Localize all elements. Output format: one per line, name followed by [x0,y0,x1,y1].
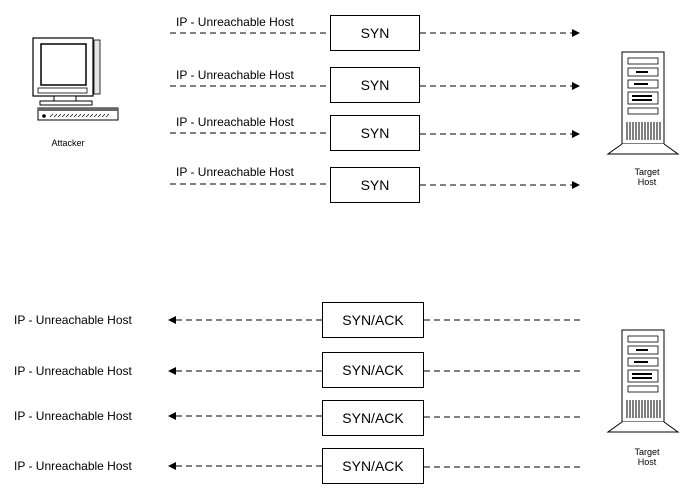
source-label: IP - Unreachable Host [176,165,294,179]
attacker-label: Attacker [51,138,85,148]
computer-icon [32,37,119,121]
dashed-line [424,416,582,418]
dashed-line [170,85,330,87]
syn-ack-packet-box: SYN/ACK [322,302,424,338]
destination-label: IP - Unreachable Host [14,409,132,423]
destination-label: IP - Unreachable Host [14,313,132,327]
server-icon [606,329,680,433]
syn-packet-box: SYN [330,115,420,151]
syn-packet-box: SYN [330,67,420,103]
server-icon [606,51,680,155]
host-label-line: Host [637,457,657,467]
dashed-line [170,132,330,134]
source-label: IP - Unreachable Host [176,115,294,129]
target-label-line: Target [634,447,660,457]
source-label: IP - Unreachable Host [176,15,294,29]
dashed-line [424,319,582,321]
dashed-line [170,183,330,185]
dashed-arrow [168,367,322,375]
host-label-line: Host [637,177,657,187]
target-host-label: Target Host [622,447,672,467]
dashed-arrow [420,29,580,37]
dashed-arrow [420,82,580,90]
syn-packet-box: SYN [330,167,420,203]
dashed-line [424,466,582,468]
syn-ack-packet-box: SYN/ACK [322,448,424,484]
source-label: IP - Unreachable Host [176,68,294,82]
dashed-line [170,32,330,34]
syn-packet-box: SYN [330,15,420,51]
dashed-arrow [168,462,322,470]
dashed-arrow [168,412,322,420]
destination-label: IP - Unreachable Host [14,364,132,378]
syn-ack-packet-box: SYN/ACK [322,400,424,436]
target-host-label: Target Host [622,167,672,187]
destination-label: IP - Unreachable Host [14,459,132,473]
target-label-line: Target [634,167,660,177]
dashed-arrow [168,316,322,324]
dashed-arrow [420,181,580,189]
dashed-line [424,370,582,372]
dashed-arrow [420,130,580,138]
syn-ack-packet-box: SYN/ACK [322,352,424,388]
